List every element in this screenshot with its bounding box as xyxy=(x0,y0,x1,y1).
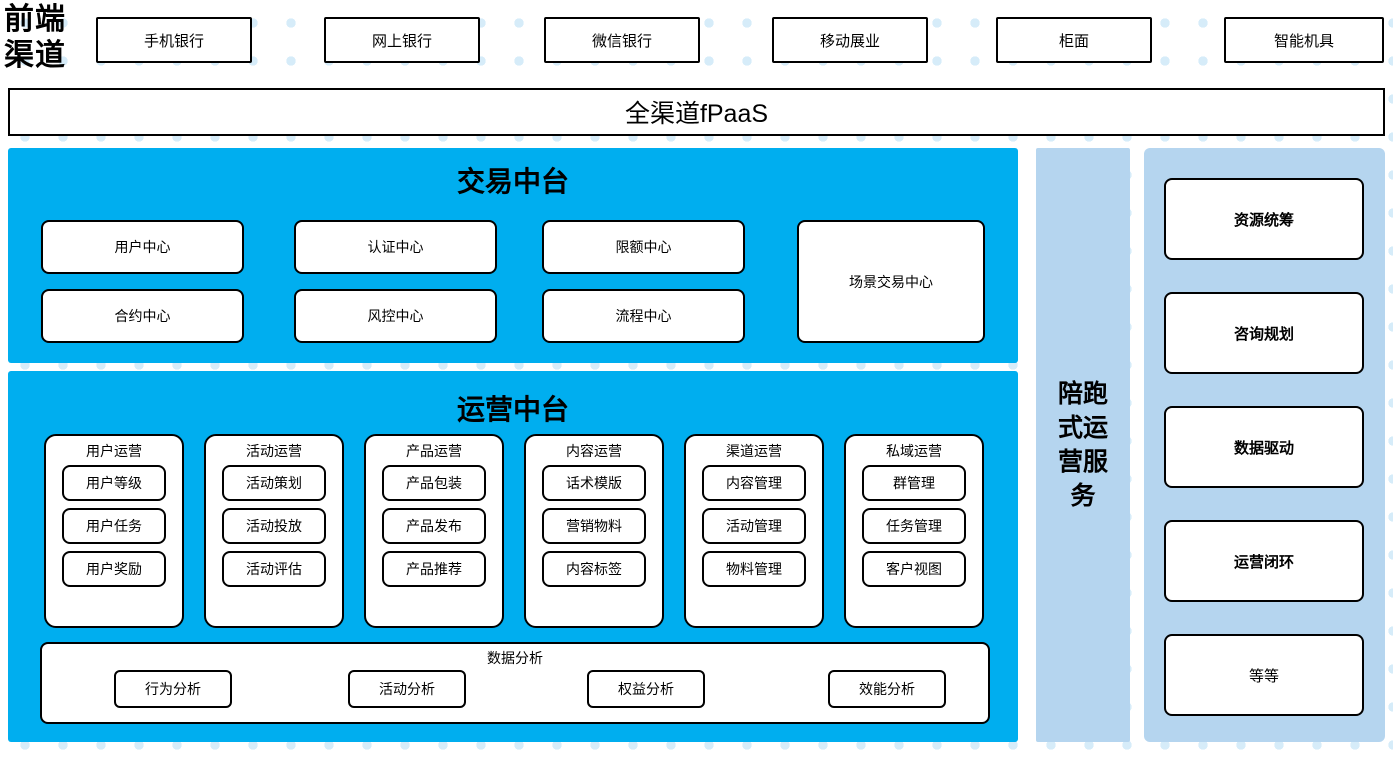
trade-item-contract-center[interactable]: 合约中心 xyxy=(41,289,244,343)
service-item-operation-closed-loop[interactable]: 运营闭环 xyxy=(1164,520,1364,602)
ops-group-content: 内容运营 话术模版 营销物料 内容标签 xyxy=(524,434,664,628)
trade-item-user-center[interactable]: 用户中心 xyxy=(41,220,244,274)
accompanying-operation-service-column: 陪跑式运营服务 xyxy=(1036,148,1130,742)
service-item-etc[interactable]: 等等 xyxy=(1164,634,1364,716)
ops-item-user-level[interactable]: 用户等级 xyxy=(62,465,166,501)
trade-center-panel: 交易中台 用户中心 认证中心 限额中心 合约中心 风控中心 流程中心 场景交易中… xyxy=(8,148,1018,363)
ops-item-content-manage[interactable]: 内容管理 xyxy=(702,465,806,501)
channel-item-wechat-bank[interactable]: 微信银行 xyxy=(544,17,700,63)
ops-group-title: 用户运营 xyxy=(86,443,142,459)
ops-center-panel: 运营中台 用户运营 用户等级 用户任务 用户奖励 活动运营 活动策划 活动投放 … xyxy=(8,371,1018,742)
ops-item-customer-view[interactable]: 客户视图 xyxy=(862,551,966,587)
ops-group-title: 渠道运营 xyxy=(726,443,782,459)
trade-item-auth-center[interactable]: 认证中心 xyxy=(294,220,497,274)
ops-group-channel: 渠道运营 内容管理 活动管理 物料管理 xyxy=(684,434,824,628)
channel-item-mobile-field[interactable]: 移动展业 xyxy=(772,17,928,63)
ops-group-campaign: 活动运营 活动策划 活动投放 活动评估 xyxy=(204,434,344,628)
trade-item-process-center[interactable]: 流程中心 xyxy=(542,289,745,343)
ops-item-script-template[interactable]: 话术模版 xyxy=(542,465,646,501)
ops-item-product-package[interactable]: 产品包装 xyxy=(382,465,486,501)
ops-item-marketing-material[interactable]: 营销物料 xyxy=(542,508,646,544)
ops-item-product-recommend[interactable]: 产品推荐 xyxy=(382,551,486,587)
service-item-data-driven[interactable]: 数据驱动 xyxy=(1164,406,1364,488)
accompanying-operation-service-label: 陪跑式运营服务 xyxy=(1057,380,1108,510)
service-items-panel: 资源统筹 咨询规划 数据驱动 运营闭环 等等 xyxy=(1144,148,1385,742)
ops-item-content-tag[interactable]: 内容标签 xyxy=(542,551,646,587)
ops-group-title: 私域运营 xyxy=(886,443,942,459)
ops-group-title: 活动运营 xyxy=(246,443,302,459)
ops-item-campaign-plan[interactable]: 活动策划 xyxy=(222,465,326,501)
ops-item-material-manage[interactable]: 物料管理 xyxy=(702,551,806,587)
fpaas-bar: 全渠道fPaaS xyxy=(8,88,1385,136)
ops-item-user-task[interactable]: 用户任务 xyxy=(62,508,166,544)
channel-item-counter[interactable]: 柜面 xyxy=(996,17,1152,63)
front-channel-label: 前端渠道 xyxy=(4,3,66,72)
trade-item-scenario-trade-center[interactable]: 场景交易中心 xyxy=(797,220,985,343)
ops-group-private-domain: 私域运营 群管理 任务管理 客户视图 xyxy=(844,434,984,628)
service-item-consulting-planning[interactable]: 咨询规划 xyxy=(1164,292,1364,374)
service-item-resource-coordination[interactable]: 资源统筹 xyxy=(1164,178,1364,260)
ops-item-product-release[interactable]: 产品发布 xyxy=(382,508,486,544)
ops-group-title: 产品运营 xyxy=(406,443,462,459)
ops-center-title: 运营中台 xyxy=(456,394,569,425)
ops-item-group-manage[interactable]: 群管理 xyxy=(862,465,966,501)
ops-item-campaign-eval[interactable]: 活动评估 xyxy=(222,551,326,587)
data-analysis-item-efficiency[interactable]: 效能分析 xyxy=(828,670,946,708)
ops-group-product: 产品运营 产品包装 产品发布 产品推荐 xyxy=(364,434,504,628)
data-analysis-title: 数据分析 xyxy=(487,650,543,666)
data-analysis-item-behavior[interactable]: 行为分析 xyxy=(114,670,232,708)
channel-item-online-bank[interactable]: 网上银行 xyxy=(324,17,480,63)
data-analysis-item-benefit[interactable]: 权益分析 xyxy=(587,670,705,708)
data-analysis-group: 数据分析 行为分析 活动分析 权益分析 效能分析 xyxy=(40,642,990,724)
trade-center-title: 交易中台 xyxy=(456,166,569,197)
ops-item-campaign-launch[interactable]: 活动投放 xyxy=(222,508,326,544)
ops-item-task-manage[interactable]: 任务管理 xyxy=(862,508,966,544)
ops-item-campaign-manage[interactable]: 活动管理 xyxy=(702,508,806,544)
channel-item-smart-machine[interactable]: 智能机具 xyxy=(1224,17,1384,63)
data-analysis-item-campaign[interactable]: 活动分析 xyxy=(348,670,466,708)
ops-group-title: 内容运营 xyxy=(566,443,622,459)
trade-item-limit-center[interactable]: 限额中心 xyxy=(542,220,745,274)
trade-item-risk-center[interactable]: 风控中心 xyxy=(294,289,497,343)
ops-item-user-reward[interactable]: 用户奖励 xyxy=(62,551,166,587)
ops-group-user: 用户运营 用户等级 用户任务 用户奖励 xyxy=(44,434,184,628)
channel-item-mobile-bank[interactable]: 手机银行 xyxy=(96,17,252,63)
